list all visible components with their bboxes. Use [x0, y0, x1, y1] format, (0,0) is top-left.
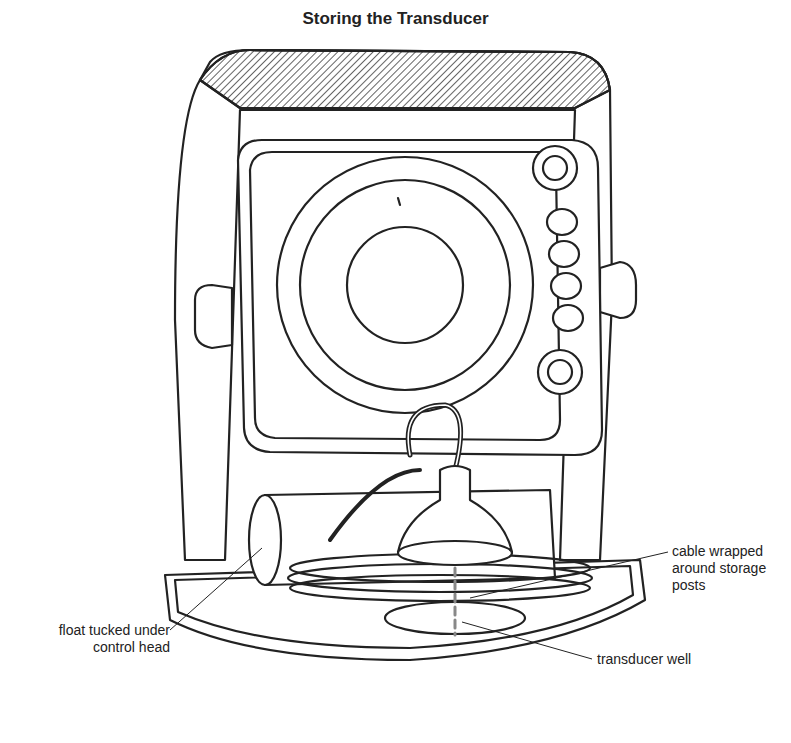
control-knob — [548, 360, 572, 384]
bracket-grip — [200, 50, 610, 108]
control-knob — [538, 350, 582, 394]
button — [549, 241, 579, 267]
bracket-grip-outline — [200, 50, 610, 108]
control-head — [238, 140, 602, 455]
float-end — [249, 495, 281, 585]
button — [553, 305, 583, 331]
transducer-cable-core — [408, 405, 460, 470]
button — [547, 209, 577, 235]
transducer-cable — [408, 405, 460, 470]
mounting-bracket — [175, 50, 612, 560]
leader-line — [470, 552, 668, 598]
button — [551, 273, 581, 299]
side-knob — [195, 285, 232, 348]
control-knob — [533, 146, 577, 190]
callout-label: cable wrapped around storage posts — [672, 543, 784, 594]
head-bezel — [250, 152, 560, 440]
alignment-line — [454, 568, 457, 635]
control-knob — [543, 156, 567, 180]
leader-line — [462, 622, 592, 659]
display-ring — [300, 180, 510, 390]
display-tick — [398, 198, 400, 205]
leader-line — [170, 548, 262, 630]
wrapped-cable — [290, 575, 590, 601]
callout-label: float tucked under control head — [30, 622, 170, 656]
display-ring — [277, 157, 533, 413]
callout-label: transducer well — [597, 651, 747, 668]
display-center — [347, 227, 463, 343]
transducer-face — [398, 541, 512, 565]
side-knob — [600, 262, 636, 318]
figure-title: Storing the Transducer — [0, 9, 791, 29]
